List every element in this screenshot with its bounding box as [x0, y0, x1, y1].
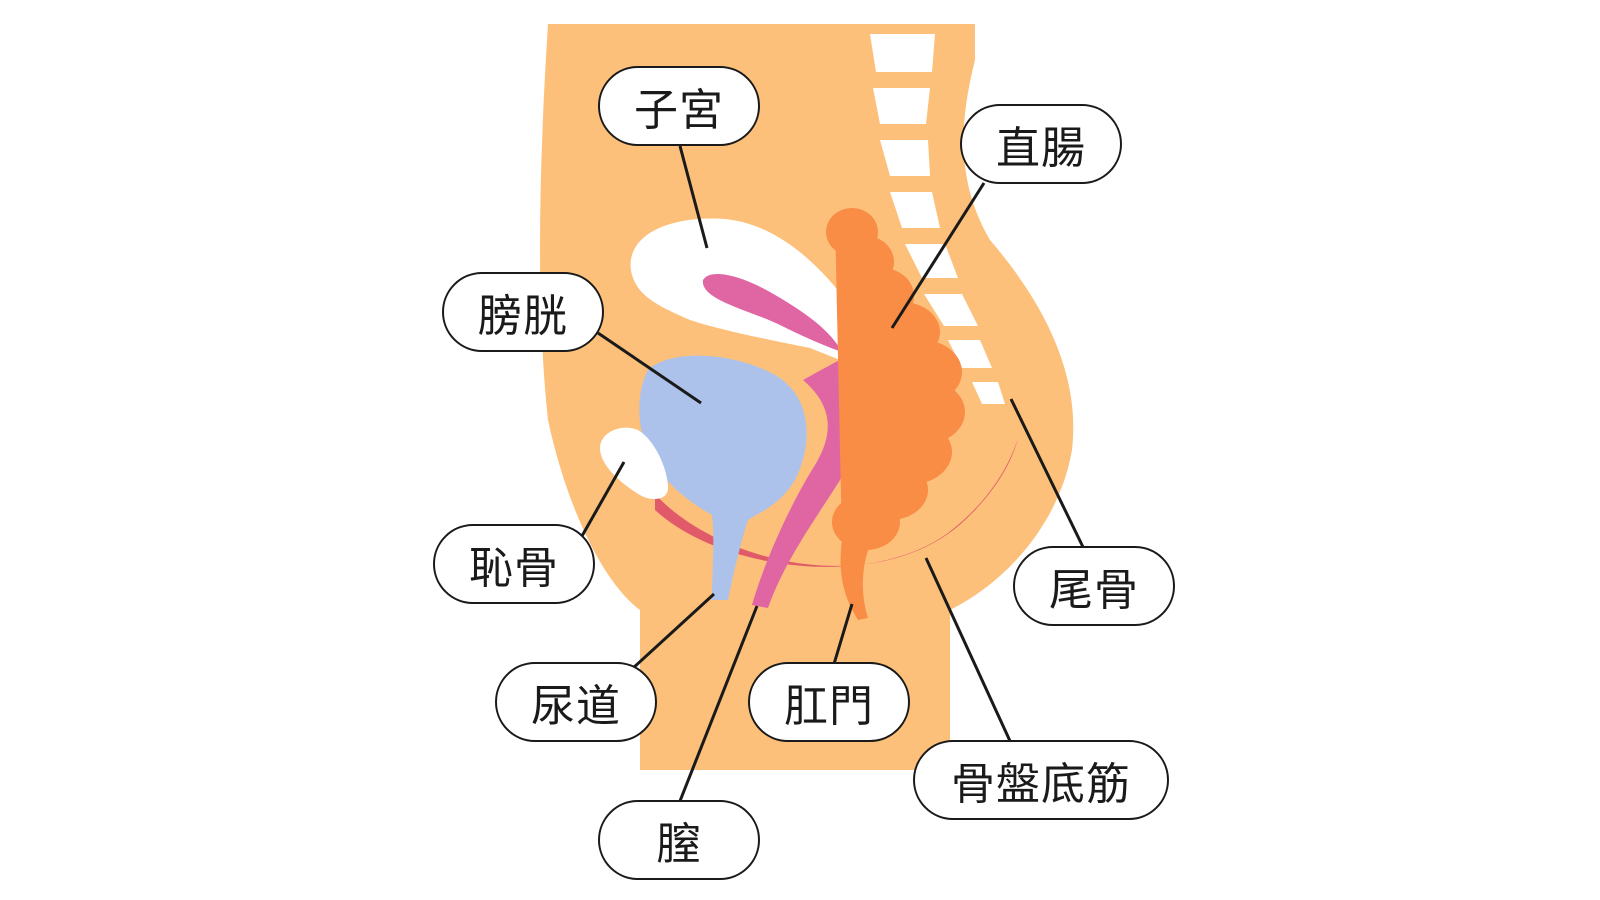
label-vagina: 膣 — [598, 800, 760, 880]
pubic-bone — [600, 427, 668, 500]
label-urethra: 尿道 — [495, 662, 657, 742]
label-uterus: 子宮 — [598, 66, 760, 146]
bladder-shape — [639, 355, 807, 600]
leader-line-rectum — [890, 182, 986, 329]
uterus-cavity — [702, 273, 842, 352]
leader-line-vagina — [678, 605, 759, 802]
label-rectum: 直腸 — [960, 104, 1122, 184]
rectum-shape — [826, 208, 965, 620]
label-anus: 肛門 — [748, 662, 910, 742]
leader-line-pubic-bone — [580, 461, 626, 537]
leader-line-urethra — [630, 592, 716, 671]
label-coccyx: 尾骨 — [1013, 546, 1175, 626]
leader-line-anus — [832, 603, 854, 665]
label-bladder: 膀胱 — [442, 272, 604, 352]
body-silhouette — [540, 24, 1074, 770]
leader-line-coccyx — [1009, 398, 1085, 548]
leader-line-pelvic-floor — [924, 557, 1012, 742]
leader-line-bladder — [597, 331, 702, 405]
leader-line-uterus — [678, 145, 709, 249]
leader-lines — [580, 145, 1085, 802]
label-pelvic-floor: 骨盤底筋 — [913, 740, 1169, 820]
label-pubic-bone: 恥骨 — [433, 524, 595, 604]
